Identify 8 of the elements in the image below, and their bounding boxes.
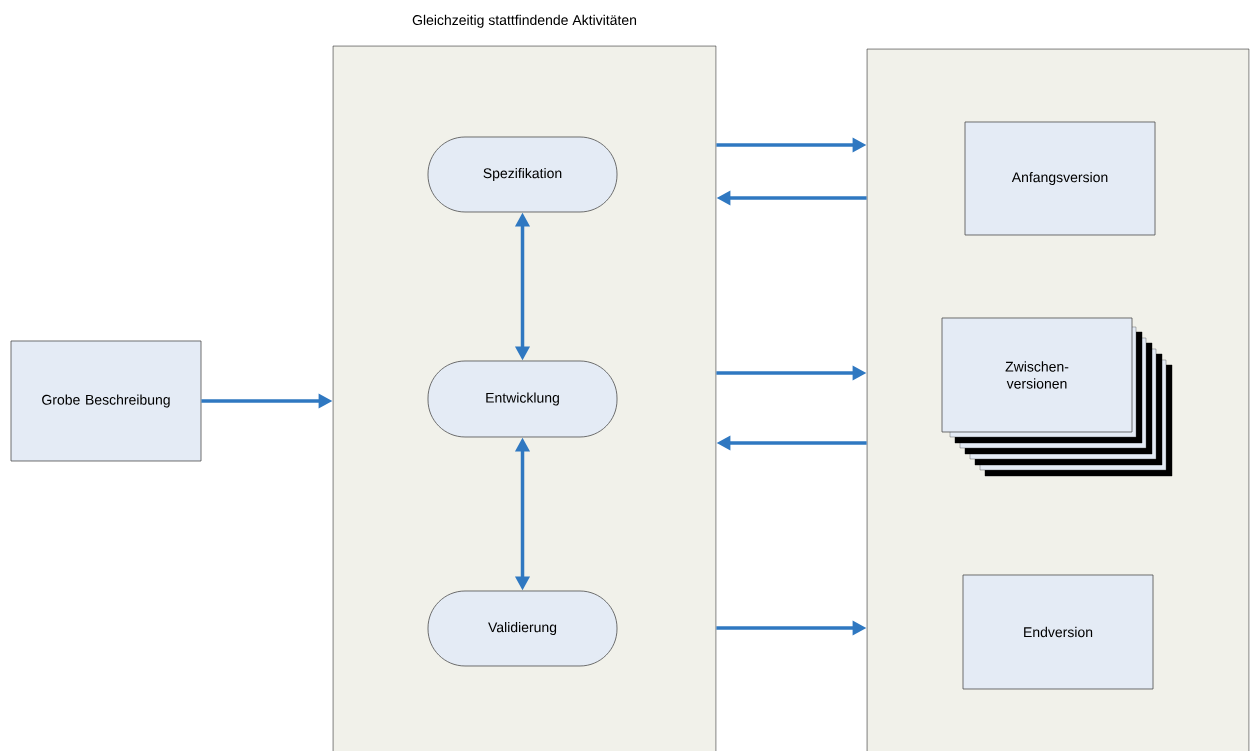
activity-terminator: Validierung	[427, 590, 618, 667]
node-label: Gleichzeitig stattfindende Aktivitäten	[412, 14, 637, 28]
process-box: Endversion	[962, 574, 1154, 690]
document-stack: Zwischen- versionen	[941, 317, 1173, 477]
process-box: Anfangsversion	[964, 121, 1156, 236]
process-box: Grobe Beschreibung	[10, 340, 202, 462]
activity-terminator: Entwicklung	[427, 360, 618, 438]
activity-terminator: Spezifikation	[427, 136, 618, 213]
